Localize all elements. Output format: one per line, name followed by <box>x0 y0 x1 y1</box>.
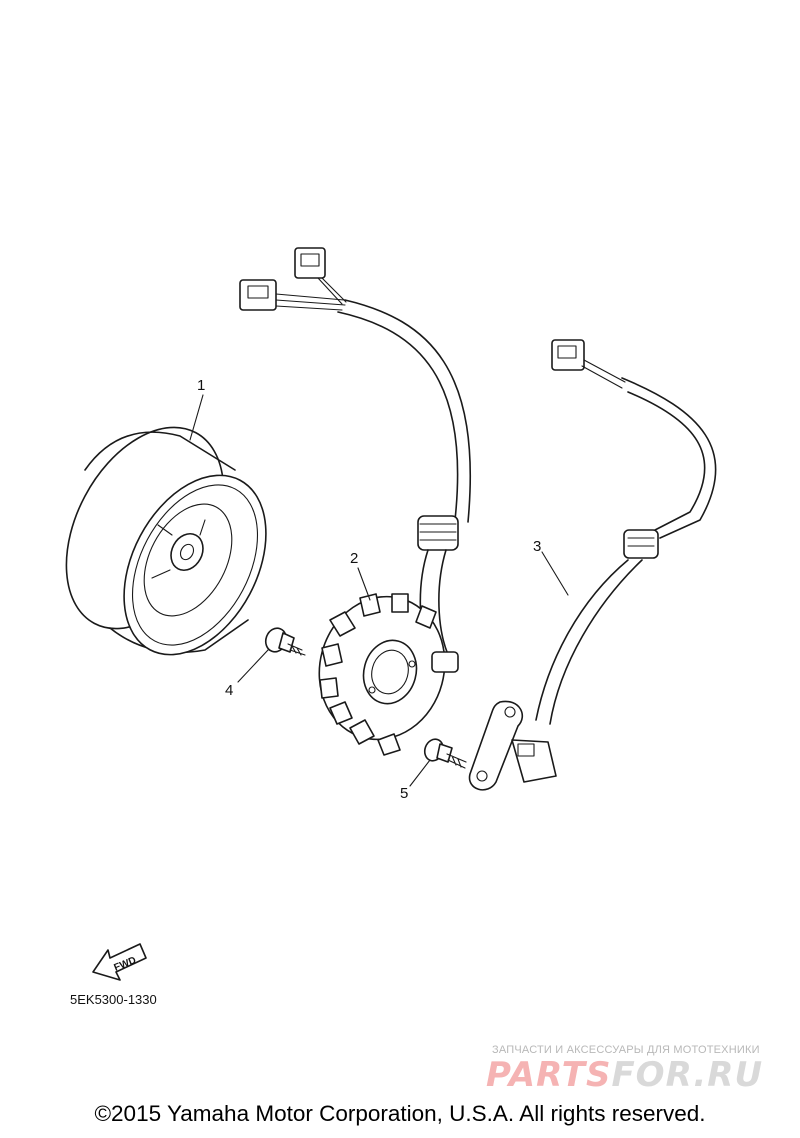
bolt <box>264 627 306 656</box>
watermark-tagline: ЗАПЧАСТИ И АКСЕССУАРЫ ДЛЯ МОТОТЕХНИКИ <box>492 1044 760 1056</box>
leader-lines <box>189 394 569 787</box>
pickup-coil <box>468 339 717 791</box>
copyright-notice: ©2015 Yamaha Motor Corporation, U.S.A. A… <box>94 1101 706 1126</box>
callout-3: 3 <box>533 538 541 555</box>
callout-5: 5 <box>400 785 408 802</box>
watermark-logo: PARTSFOR.RU <box>486 1055 763 1095</box>
stator-connector-small <box>294 247 347 305</box>
flywheel-rotor <box>65 426 267 656</box>
screw <box>423 738 467 769</box>
callout-2: 2 <box>350 550 358 567</box>
stator <box>318 299 472 756</box>
callout-4: 4 <box>225 682 233 699</box>
watermark-logo-part2: FOR.RU <box>611 1055 764 1095</box>
stator-connector-large <box>239 279 346 311</box>
watermark-logo-part1: PARTS <box>486 1055 612 1095</box>
fwd-arrow-icon: FWD <box>92 943 147 981</box>
diagram-code: 5EK5300-1330 <box>70 992 157 1007</box>
callout-1: 1 <box>197 377 205 394</box>
